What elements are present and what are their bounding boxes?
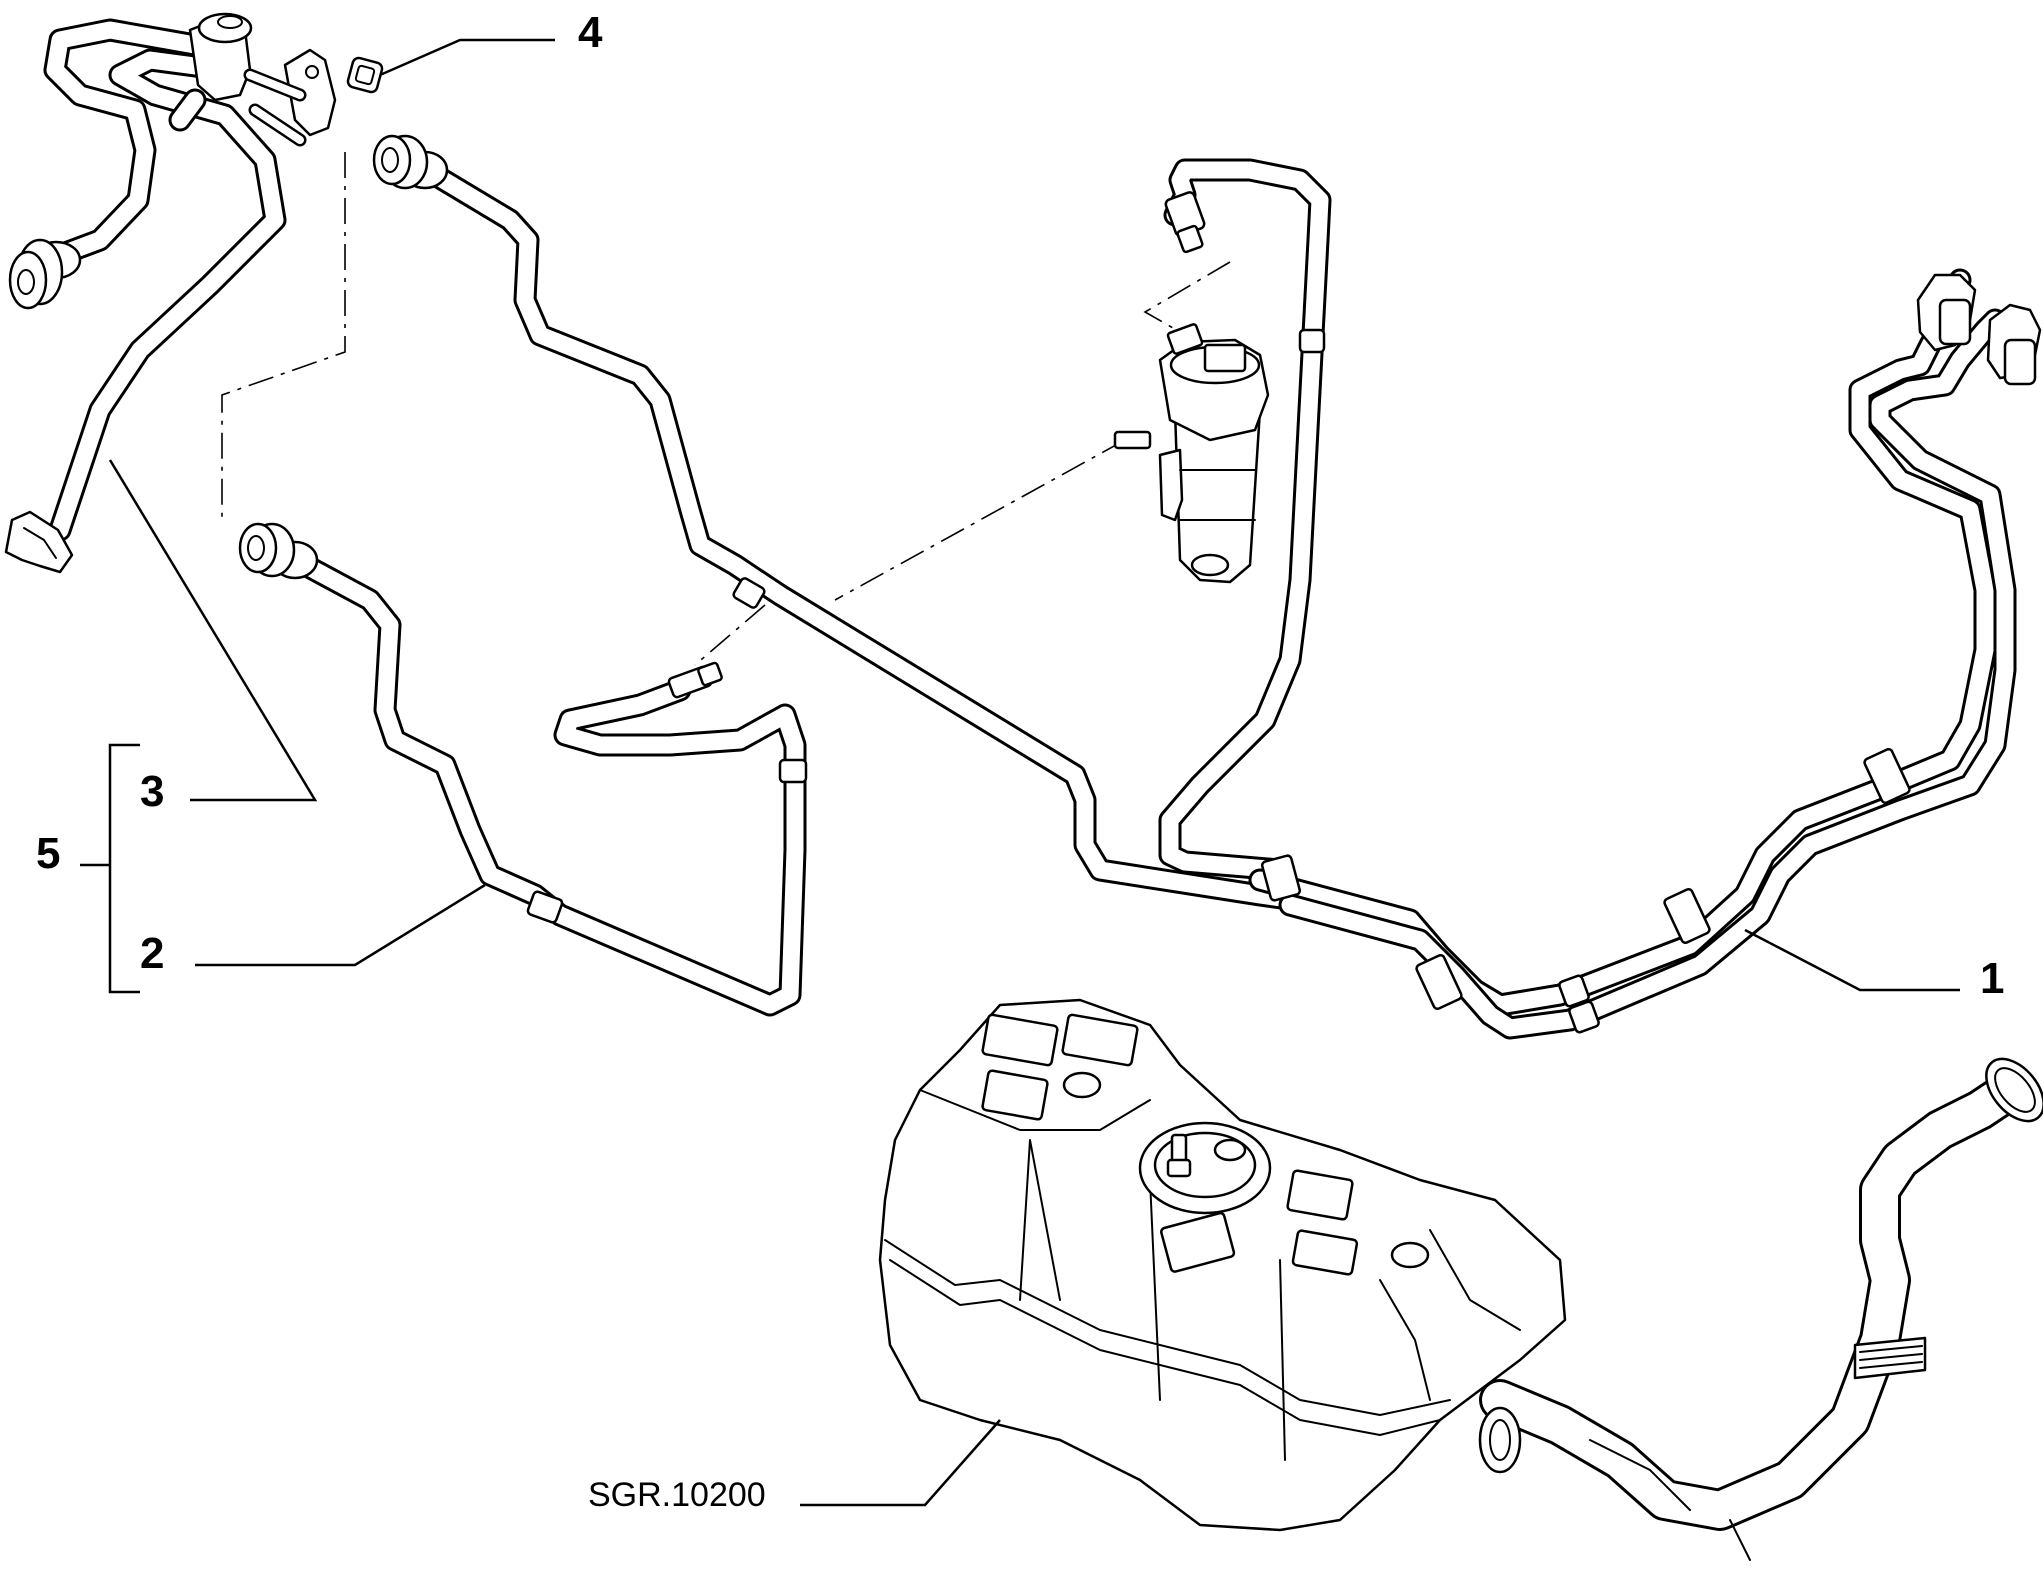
hose-filter-return: [1158, 158, 1332, 882]
hose-feed: [293, 553, 807, 1017]
quick-connector-top: [372, 134, 449, 190]
filler-neck: [1478, 1057, 2043, 1561]
hose-main-bundle: [1248, 268, 2017, 1040]
reference-code-label: SGR.10200: [588, 1476, 766, 1514]
callout-1: 1: [1980, 954, 2004, 1003]
right-quick-connectors: [1916, 273, 2042, 386]
vent-valve-assembly: [188, 12, 337, 147]
callout-labels: 4 3 5 2 1 SGR.10200: [36, 8, 2004, 1514]
assembly-dashed-lines: [221, 152, 1231, 666]
hose-nipple-mid: [667, 661, 723, 699]
callout-4: 4: [578, 8, 603, 57]
elbow-connector: [4, 510, 74, 574]
grommet-connector-left: [8, 238, 82, 310]
fuel-filter: [1113, 323, 1270, 584]
callout-2: 2: [140, 929, 164, 978]
filter-hose-nipple: [1164, 191, 1206, 254]
leader-lines: [80, 38, 1960, 1507]
callout-3: 3: [140, 767, 164, 816]
filler-vent-hoses: [43, 18, 287, 542]
clamp-part-4: [346, 56, 384, 94]
hose-return: [423, 163, 1342, 917]
fuel-tank: [878, 998, 1567, 1532]
quick-connector-mid: [238, 522, 319, 580]
hose-clips: [526, 328, 1911, 1034]
callout-5: 5: [36, 829, 60, 878]
